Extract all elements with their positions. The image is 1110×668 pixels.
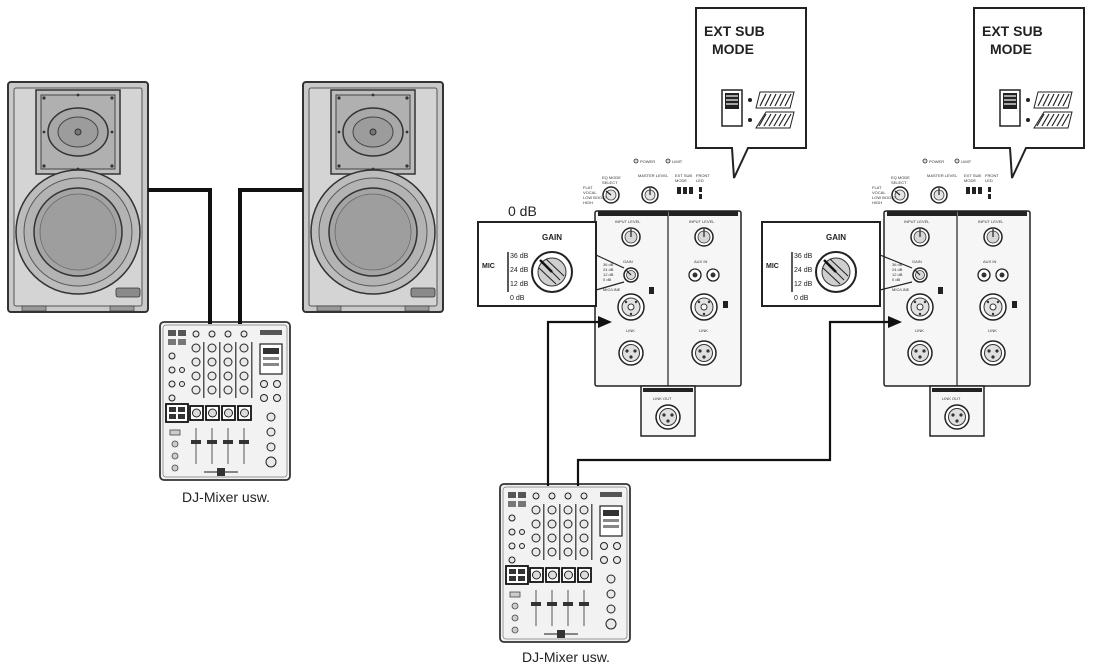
gain-zoom-labels-2: GAIN MIC 36 dB 24 dB 12 dB 0 dB xyxy=(766,233,846,302)
gain-zoom-callout-2 xyxy=(760,220,882,308)
gain-zoom-callout-1 xyxy=(476,220,598,308)
svg-text:0 dB: 0 dB xyxy=(794,295,809,302)
svg-text:MODE: MODE xyxy=(712,41,754,57)
amp-panel-1 xyxy=(582,158,742,437)
svg-text:36 dB: 36 dB xyxy=(794,253,813,260)
gain-zoom-labels-1: GAIN MIC 36 dB 24 dB 12 dB 0 dB xyxy=(482,233,562,302)
svg-text:MODE: MODE xyxy=(990,41,1032,57)
dj-mixer-right xyxy=(499,483,631,643)
svg-text:MIC: MIC xyxy=(482,263,495,270)
svg-text:0 dB: 0 dB xyxy=(510,295,525,302)
mixer-caption-left: DJ-Mixer usw. xyxy=(182,489,270,505)
ext-sub-mode-title-1: EXT SUB MODE xyxy=(704,23,765,57)
svg-text:12 dB: 12 dB xyxy=(794,281,813,288)
amp-panel-2 xyxy=(871,158,1031,437)
signal-cables xyxy=(546,320,888,486)
svg-text:EXT SUB: EXT SUB xyxy=(982,23,1043,39)
ext-sub-mode-title-2: EXT SUB MODE xyxy=(982,23,1043,57)
svg-text:24 dB: 24 dB xyxy=(794,267,813,274)
speaker-right xyxy=(302,81,444,313)
gain-zoom-leaders xyxy=(595,254,913,291)
svg-text:GAIN: GAIN xyxy=(542,233,562,242)
speaker-left xyxy=(7,81,149,313)
signal-arrow-heads xyxy=(598,316,902,328)
svg-text:EXT SUB: EXT SUB xyxy=(704,23,765,39)
speaker-cables xyxy=(148,188,303,324)
svg-text:36 dB: 36 dB xyxy=(510,253,529,260)
svg-text:GAIN: GAIN xyxy=(826,233,846,242)
dj-mixer-left xyxy=(159,321,291,481)
zero-db-label: 0 dB xyxy=(508,203,537,219)
mixer-caption-right: DJ-Mixer usw. xyxy=(522,649,610,665)
svg-text:MIC: MIC xyxy=(766,263,779,270)
svg-text:12 dB: 12 dB xyxy=(510,281,529,288)
svg-text:24 dB: 24 dB xyxy=(510,267,529,274)
